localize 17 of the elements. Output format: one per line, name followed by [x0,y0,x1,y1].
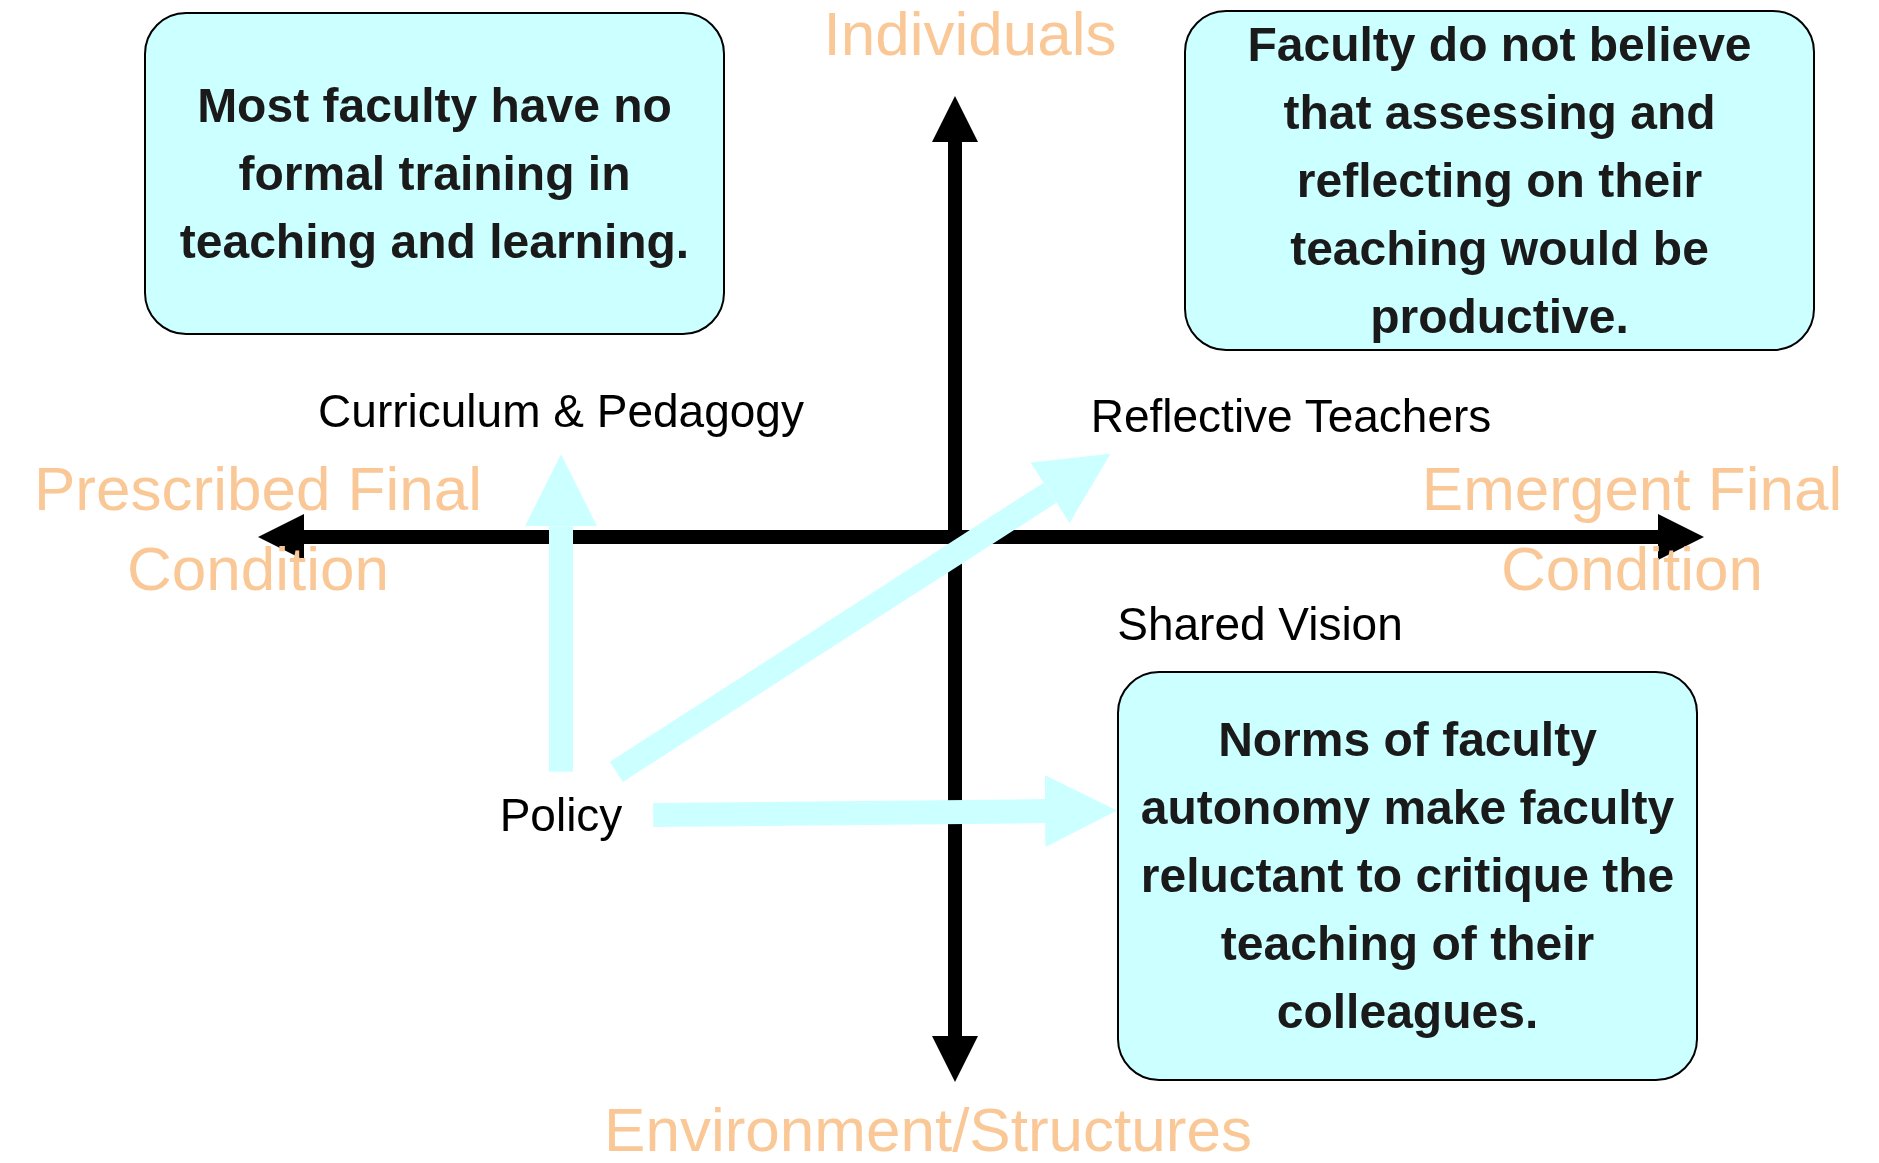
factor-label: Policy [499,788,623,842]
node-text: Most faculty have no formal training in teaching and learning. [178,77,691,270]
factor-label: Reflective Teachers [1090,389,1492,443]
text-box [144,12,725,335]
text-box [1184,10,1815,351]
node-text: Faculty do not believe that assessing and reflecting on their teaching would be productive. [1246,16,1753,345]
axis-label: Prescribed Final Condition [33,453,483,605]
factor-label: Shared Vision [1117,597,1403,651]
factor-label: Curriculum & Pedagogy [318,384,804,438]
axis-label: Individuals [822,0,1118,70]
axis-label: Emergent Final Condition [1420,453,1844,605]
node-text: Norms of faculty autonomy make faculty reluctant to critique the teaching of their colleagues. [1139,712,1676,1040]
axis-label: Environment/Structures [603,1094,1253,1163]
arrow [525,454,597,772]
arrow [609,453,1111,782]
arrow [653,775,1117,848]
text-box [1117,671,1698,1081]
